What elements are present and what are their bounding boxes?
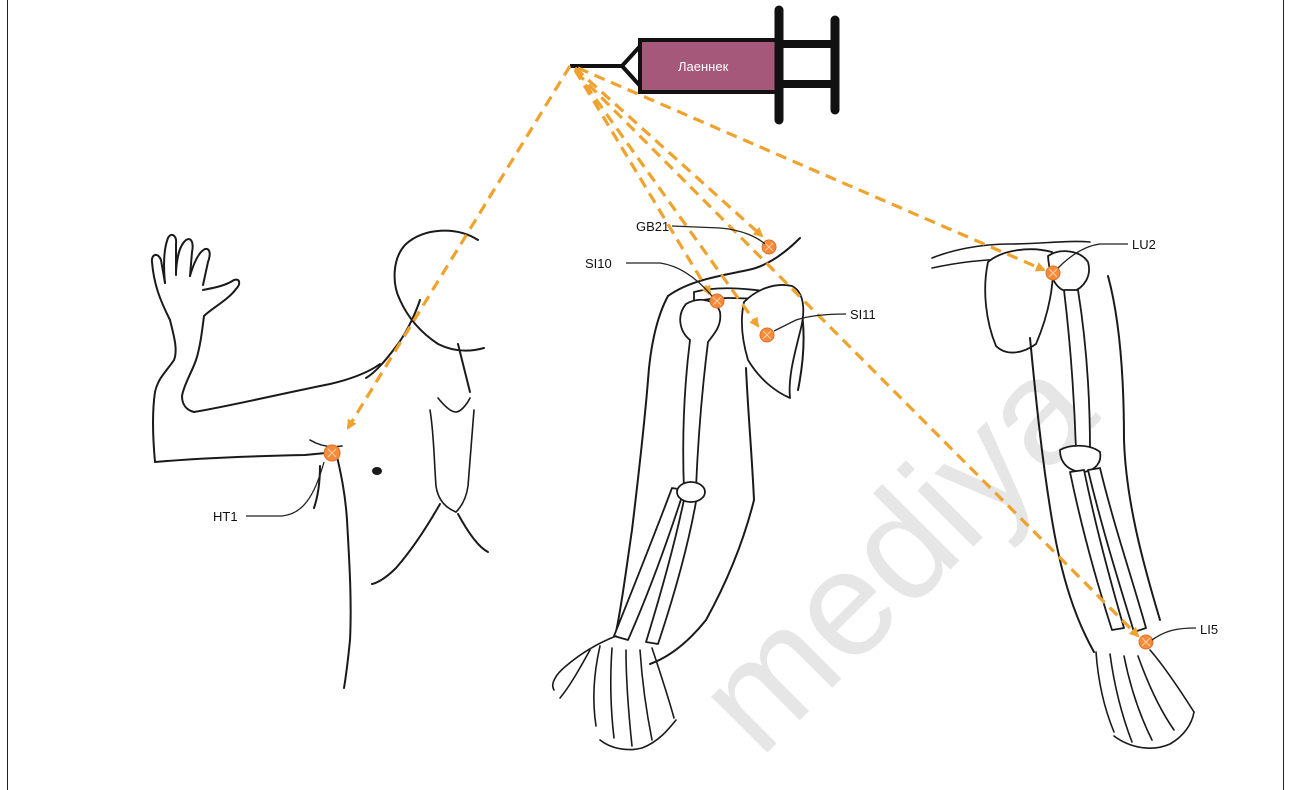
label-si10: SI10: [585, 256, 612, 271]
point-gb21: [762, 240, 776, 254]
label-gb21: GB21: [636, 219, 669, 234]
point-si11: [760, 328, 774, 342]
label-lu2: LU2: [1132, 237, 1156, 252]
syringe-label: Лаеннек: [678, 59, 729, 74]
label-ht1: HT1: [213, 509, 238, 524]
label-li5: LI5: [1200, 622, 1218, 637]
point-ht1: [324, 445, 340, 461]
point-lu2: [1046, 266, 1060, 280]
torso-figure: [152, 231, 488, 688]
arrow-to-ht1: [348, 66, 570, 428]
arrow-to-lu2: [578, 68, 1044, 270]
point-si10: [710, 294, 724, 308]
point-li5: [1139, 635, 1153, 649]
label-si11: SI11: [850, 307, 876, 322]
